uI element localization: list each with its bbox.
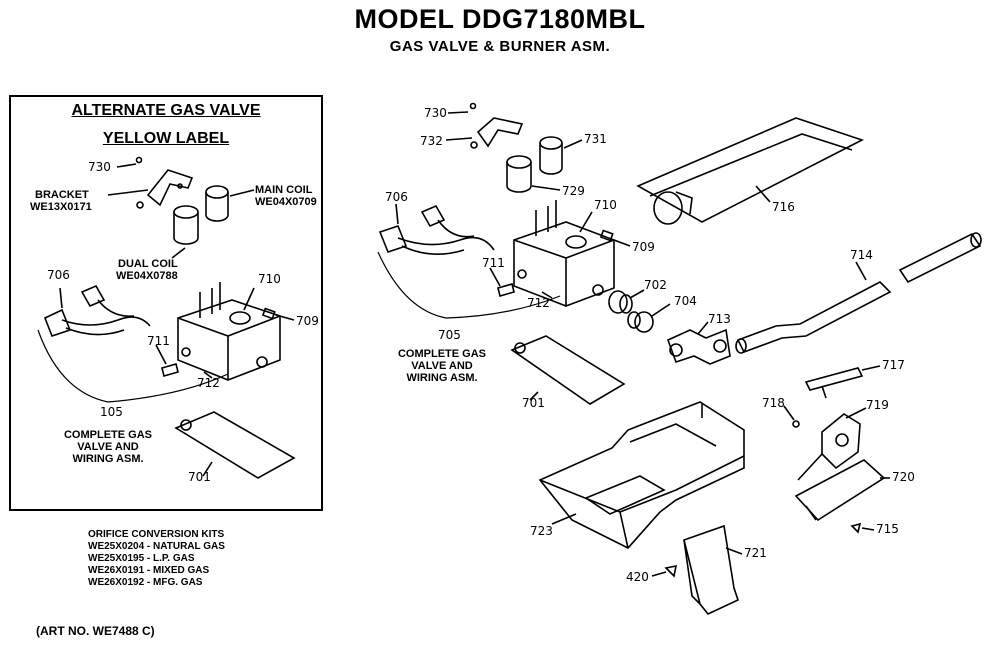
art-number: (ART NO. WE7488 C)	[36, 624, 155, 638]
alt-caption-line: COMPLETE GAS	[63, 429, 152, 441]
model-title: MODEL DDG7180MBL	[354, 4, 646, 34]
main-caption: COMPLETE GAS VALVE AND WIRING ASM.	[384, 348, 500, 384]
main-caption-line: WIRING ASM.	[406, 372, 478, 384]
alt-bracket	[136, 169, 194, 209]
main-coil-part-number: WE04X0709	[255, 196, 317, 208]
alt-caption-line: VALVE AND	[77, 441, 139, 453]
alt-part-701: 701	[188, 470, 211, 484]
part-709: 709	[632, 240, 655, 254]
yellow-label-heading: YELLOW LABEL	[102, 130, 230, 147]
tube-section	[898, 232, 982, 284]
orifice-kit-item: WE26X0191 - MIXED GAS	[88, 565, 210, 576]
alt-part-710: 710	[258, 272, 281, 286]
gas-valve	[513, 200, 615, 307]
main-caption-line: VALVE AND	[411, 360, 473, 372]
bracket-717	[804, 367, 864, 399]
dual-coil-label: DUAL COIL	[118, 258, 178, 270]
alternate-heading: ALTERNATE GAS VALVE	[71, 102, 261, 119]
screw-715	[850, 522, 862, 534]
part-706: 706	[385, 190, 408, 204]
part-730: 730	[424, 106, 447, 120]
alt-dual-coil	[173, 205, 199, 245]
part-714: 714	[850, 248, 873, 262]
part-720: 720	[892, 470, 915, 484]
screw-718	[792, 420, 800, 428]
orifice-702	[608, 290, 633, 314]
alt-caption-number: 105	[100, 405, 123, 419]
part-712: 712	[527, 296, 550, 310]
part-731: 731	[584, 132, 607, 146]
bracket-part-number: WE13X0171	[30, 201, 92, 213]
main-coil-label: MAIN COIL	[255, 184, 313, 196]
part-721: 721	[744, 546, 767, 560]
burner-tube-714	[735, 281, 892, 354]
burner-support-723	[538, 401, 745, 549]
alt-gas-valve	[177, 282, 281, 381]
alt-part-706: 706	[47, 268, 70, 282]
burner-716	[636, 117, 865, 225]
alt-part-709: 709	[296, 314, 319, 328]
shield-721	[683, 524, 739, 615]
orifice-kit-item: WE25X0195 - L.P. GAS	[88, 553, 195, 564]
orifice-kits-heading: ORIFICE CONVERSION KITS	[88, 529, 225, 540]
assembly-subtitle: GAS VALVE & BURNER ASM.	[389, 38, 611, 55]
part-711: 711	[482, 256, 505, 270]
part-704: 704	[674, 294, 697, 308]
alt-caption-line: WIRING ASM.	[72, 453, 144, 465]
part-716: 716	[772, 200, 795, 214]
elbow-713	[666, 328, 731, 365]
alt-wiring-harness	[43, 284, 151, 337]
part-702: 702	[644, 278, 667, 292]
orifice-kit-item: WE26X0192 - MFG. GAS	[88, 577, 203, 588]
dual-coil-part-number: WE04X0788	[116, 270, 178, 282]
alt-mounting-plate	[174, 411, 296, 479]
main-caption-line: COMPLETE GAS	[397, 348, 486, 360]
part-729: 729	[562, 184, 585, 198]
part-732: 732	[420, 134, 443, 148]
igniter-719	[797, 413, 861, 481]
part-713: 713	[708, 312, 731, 326]
bracket-732	[470, 117, 524, 149]
main-coil-731	[539, 136, 563, 175]
mounting-plate-701	[510, 335, 626, 405]
fitting-704	[627, 311, 654, 333]
part-420: 420	[626, 570, 649, 584]
orifice-kits: ORIFICE CONVERSION KITS WE25X0204 - NATU…	[88, 529, 225, 589]
bracket-label: BRACKET	[35, 189, 89, 201]
part-723: 723	[530, 524, 553, 538]
part-715: 715	[876, 522, 899, 536]
alt-main-coil	[205, 185, 229, 222]
alternate-valve-box	[9, 95, 323, 511]
caption-number: 705	[438, 328, 461, 342]
part-719: 719	[866, 398, 889, 412]
wiring-harness	[378, 204, 495, 255]
screw-420	[664, 564, 678, 578]
alt-part-711: 711	[147, 334, 170, 348]
part-718: 718	[762, 396, 785, 410]
alt-part-730: 730	[88, 160, 111, 174]
alt-part-712: 712	[197, 376, 220, 390]
alt-caption: COMPLETE GAS VALVE AND WIRING ASM.	[48, 429, 168, 465]
part-701: 701	[522, 396, 545, 410]
dual-coil-729	[506, 155, 532, 193]
part-717: 717	[882, 358, 905, 372]
orifice-kit-item: WE25X0204 - NATURAL GAS	[88, 541, 225, 552]
part-710: 710	[594, 198, 617, 212]
